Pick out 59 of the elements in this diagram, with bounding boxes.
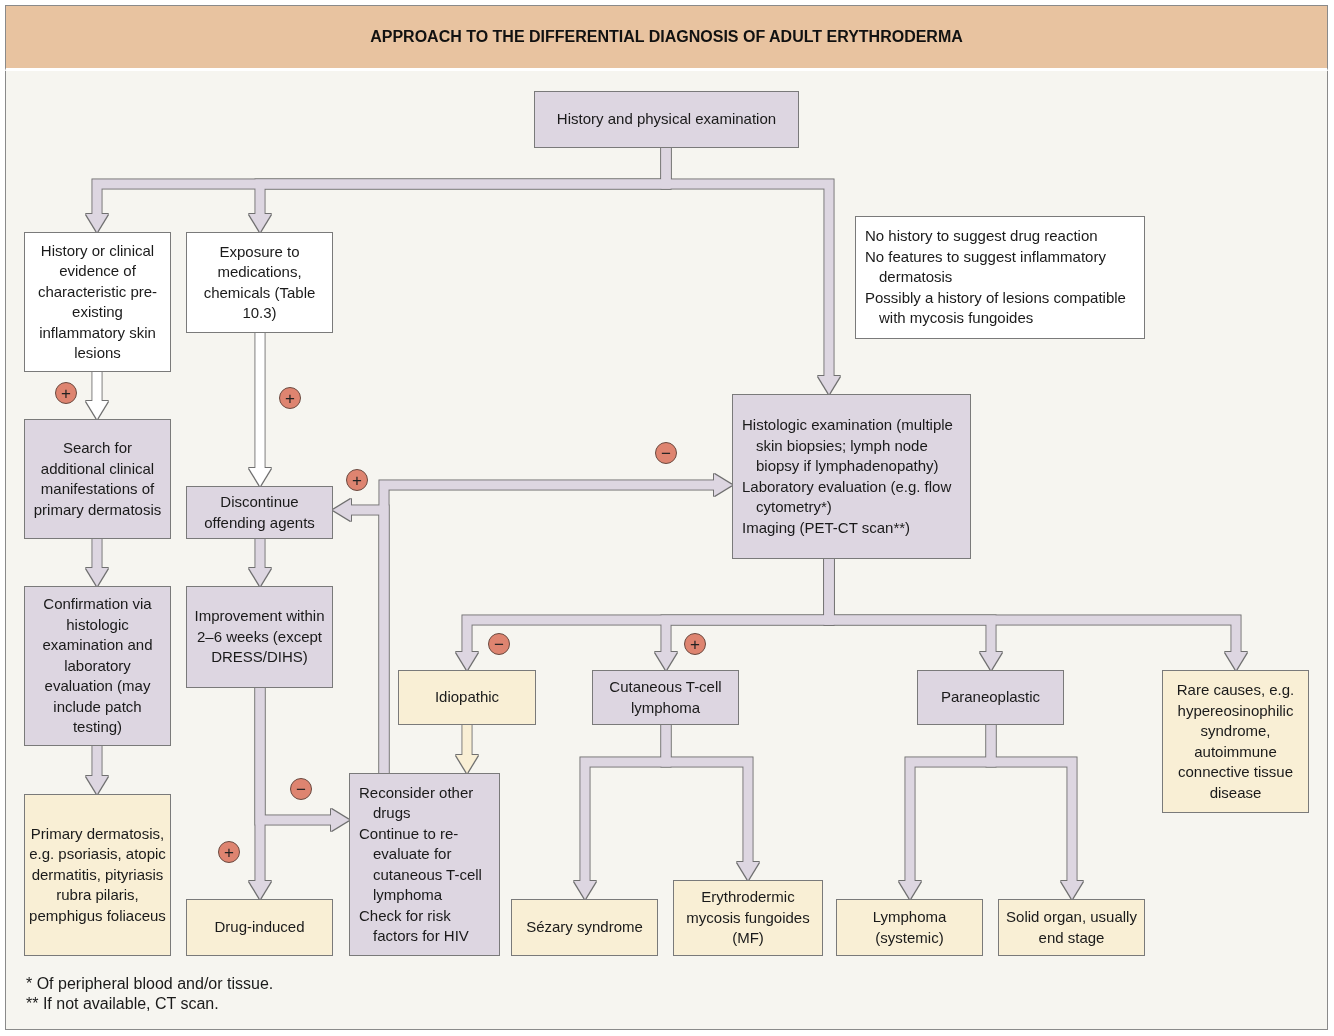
node-text: No history to suggest drug reaction xyxy=(865,226,1099,247)
process-box xyxy=(534,91,799,148)
arrow xyxy=(379,474,732,773)
node-text: History and physical examination xyxy=(556,109,777,130)
outcome-box xyxy=(24,794,171,956)
finding-box xyxy=(186,232,333,333)
node-text: Improvement within 2–6 weeks (except DRESS/DIHS) xyxy=(193,606,326,668)
node-text: Paraneoplastic xyxy=(940,687,1041,708)
arrow xyxy=(86,372,108,419)
process-box xyxy=(349,773,500,956)
outcome-box xyxy=(673,880,823,956)
arrow xyxy=(456,725,478,773)
arrow xyxy=(249,539,271,586)
node-text: Confirmation via histologic examination and laboratory evaluation (may include patch testing) xyxy=(41,594,154,738)
node-text: Laboratory evaluation (e.g. flow cytometry*) xyxy=(742,476,953,517)
arrow xyxy=(986,725,1083,899)
process-box xyxy=(732,394,971,559)
outcome-box xyxy=(398,670,536,725)
outcome-box xyxy=(511,899,658,956)
node-text: Drug-induced xyxy=(214,917,305,938)
node-text: Possibly a history of lesions compatible with mycosis fungoides xyxy=(865,287,1127,329)
outcome-box xyxy=(836,899,983,956)
node-text: Rare causes, e.g. hypereosinophilic syndrome, autoimmune connective tissue disease xyxy=(1175,680,1296,803)
process-box xyxy=(24,586,171,746)
process-box xyxy=(24,419,171,539)
node-text: Sézary syndrome xyxy=(526,917,643,938)
arrow xyxy=(86,539,108,586)
node-text: Check for risk factors for HIV xyxy=(359,905,470,946)
process-box xyxy=(186,486,333,539)
node-text: Lymphoma (systemic) xyxy=(871,907,948,948)
node-text: Erythrodermic mycosis fungoides (MF) xyxy=(685,887,811,949)
node-text: Continue to re-evaluate for cutaneous T-cell lymphoma xyxy=(359,823,483,905)
arrow xyxy=(86,746,108,794)
arrow xyxy=(255,688,349,831)
title-banner: APPROACH TO THE DIFFERENTIAL DIAGNOSIS OF ADULT ERYTHRODERMA xyxy=(5,5,1328,71)
node-text: Reconsider other drugs xyxy=(359,782,475,823)
node-text: Imaging (PET-CT scan**) xyxy=(742,517,912,538)
process-box xyxy=(917,670,1064,725)
process-box xyxy=(592,670,739,725)
outcome-box xyxy=(998,899,1145,956)
finding-box xyxy=(24,232,171,372)
outcome-box xyxy=(186,899,333,956)
footnote: * Of peripheral blood and/or tissue. xyxy=(26,975,274,993)
node-text: Cutaneous T-cell lymphoma xyxy=(608,677,723,718)
node-text: Discontinue offending agents xyxy=(203,492,316,533)
node-text: Solid organ, usually end stage xyxy=(1005,907,1138,948)
node-text: No features to suggest inflammatory dermatosis xyxy=(865,246,1107,288)
outcome-box xyxy=(1162,670,1309,813)
note-box xyxy=(855,216,1145,339)
arrow xyxy=(661,725,759,880)
footnote: ** If not available, CT scan. xyxy=(26,995,219,1013)
arrow xyxy=(249,333,271,486)
node-text: Exposure to medications, chemicals (Table 10.3) xyxy=(202,241,317,323)
process-box xyxy=(186,586,333,688)
node-text: Idiopathic xyxy=(434,687,500,708)
node-text: Search for additional clinical manifestations of primary dermatosis xyxy=(32,438,163,520)
node-text: Histologic examination (multiple skin biopsies; lymph node biopsy if lymphadenopathy) xyxy=(742,415,954,476)
node-text: Primary dermatosis, e.g. psoriasis, atopic dermatitis, pityriasis rubra pilaris, pemphigus foliaceus xyxy=(29,823,166,926)
node-text: History or clinical evidence of characteristic pre-existing inflammatory skin lesions xyxy=(36,240,159,363)
